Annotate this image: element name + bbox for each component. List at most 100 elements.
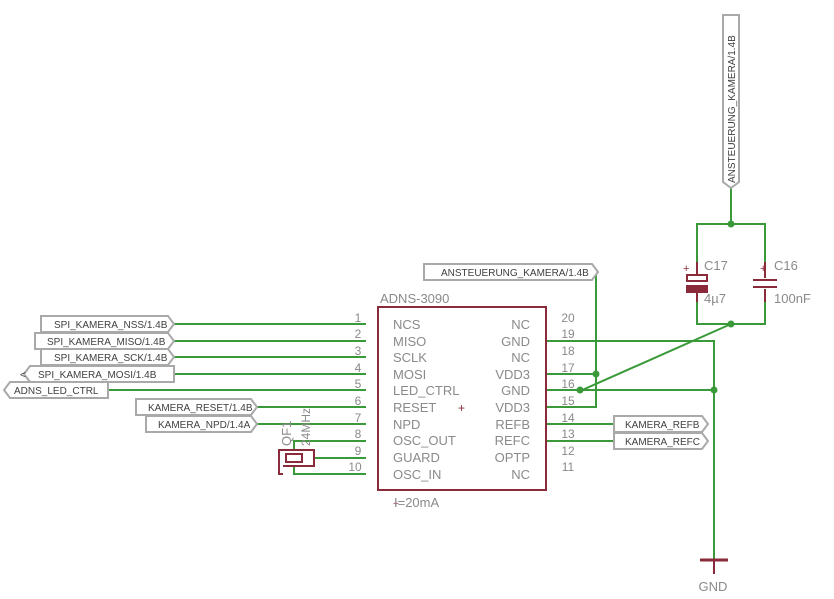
c16-value: 100nF (774, 291, 811, 306)
c16-name: C16 (774, 258, 798, 273)
pin-17: VDD3 17 (495, 361, 575, 382)
svg-text:VDD3: VDD3 (495, 367, 530, 382)
current-marker: + (393, 499, 399, 510)
pin-3: 3 SCLK (355, 344, 428, 365)
svg-text:OSC_OUT: OSC_OUT (393, 433, 456, 448)
svg-text:12: 12 (561, 444, 575, 458)
net-label-spi-sck[interactable]: SPI_KAMERA_SCK/1.4B (40, 348, 176, 366)
svg-text:REFC: REFC (495, 433, 530, 448)
ic-current: I=20mA (394, 495, 439, 510)
net-label-kamera-refc[interactable]: KAMERA_REFC (613, 432, 710, 450)
svg-text:10: 10 (348, 460, 362, 474)
svg-text:GND: GND (501, 334, 530, 349)
crystal-qf1[interactable]: QF1 24MHz (278, 408, 315, 475)
svg-text:KAMERA_RESET/1.4B: KAMERA_RESET/1.4B (148, 403, 253, 414)
junction-dot (592, 370, 600, 378)
pin-7: 7 NPD (355, 411, 421, 432)
net-label-ansteuerung-v[interactable]: ANSTEUERUNG_KAMERA/1.4B (722, 14, 740, 190)
pin-12: OPTP 12 (495, 444, 575, 465)
c17-value: 4µ7 (704, 291, 726, 306)
net-label-kamera-refb[interactable]: KAMERA_REFB (613, 415, 710, 433)
svg-text:19: 19 (561, 327, 575, 341)
svg-text:GND: GND (501, 383, 530, 398)
svg-text:SPI_KAMERA_NSS/1.4B: SPI_KAMERA_NSS/1.4B (54, 320, 168, 331)
c17-name: C17 (704, 258, 728, 273)
svg-text:SPI_KAMERA_MOSI/1.4B: SPI_KAMERA_MOSI/1.4B (38, 370, 157, 381)
pin-8: 8 OSC_OUT (355, 427, 456, 448)
svg-text:+: + (683, 263, 689, 275)
net-label-kamera-npd[interactable]: KAMERA_NPD/1.4A (145, 415, 259, 433)
pin-14: REFB 14 (495, 411, 575, 432)
svg-text:9: 9 (355, 444, 362, 458)
svg-text:KAMERA_NPD/1.4A: KAMERA_NPD/1.4A (158, 420, 251, 431)
svg-text:3: 3 (355, 344, 362, 358)
svg-text:5: 5 (355, 377, 362, 391)
capacitor-c16[interactable]: + C16 100nF (753, 258, 811, 306)
svg-text:SCLK: SCLK (393, 350, 427, 365)
pin-13: REFC 13 (495, 427, 575, 448)
left-pins: 1 NCS 2 MISO 3 SCLK 4 MOSI 5 LED_CTRL 6 … (348, 311, 459, 482)
right-pins: NC 20 GND 19 NC 18 VDD3 17 GND 16 VDD3 1… (495, 311, 575, 482)
gnd-label: GND (699, 579, 728, 594)
pin-6: 6 RESET (355, 394, 437, 415)
pin-5: 5 LED_CTRL (355, 377, 460, 398)
gnd-symbol[interactable]: GND (699, 558, 728, 594)
svg-text:SPI_KAMERA_MISO/1.4B: SPI_KAMERA_MISO/1.4B (47, 337, 166, 348)
pin-1: 1 NCS (355, 311, 421, 332)
svg-text:ANSTEUERUNG_KAMERA/1.4B: ANSTEUERUNG_KAMERA/1.4B (441, 268, 589, 279)
pin-19: GND 19 (501, 327, 575, 349)
junction-dot (727, 320, 735, 328)
svg-text:KAMERA_REFC: KAMERA_REFC (625, 437, 700, 448)
svg-text:20: 20 (561, 311, 575, 325)
svg-text:ADNS_LED_CTRL: ADNS_LED_CTRL (14, 386, 99, 397)
svg-text:1: 1 (355, 311, 362, 325)
svg-text:18: 18 (561, 344, 575, 358)
net-label-adns-led-ctrl[interactable]: ADNS_LED_CTRL (2, 381, 109, 399)
junction-dot (727, 220, 735, 228)
net-labels-left: SPI_KAMERA_NSS/1.4B SPI_KAMERA_MISO/1.4B… (2, 315, 259, 433)
svg-text:REFB: REFB (495, 417, 530, 432)
svg-text:17: 17 (561, 361, 575, 375)
pin-18: NC 18 (511, 344, 575, 365)
svg-text:NC: NC (511, 317, 530, 332)
svg-text:OSC_IN: OSC_IN (393, 467, 441, 482)
svg-text:NC: NC (511, 350, 530, 365)
pin-10: 10 OSC_IN (348, 460, 441, 482)
svg-text:6: 6 (355, 394, 362, 408)
pin-9: 9 GUARD (355, 444, 440, 465)
svg-text:13: 13 (561, 427, 575, 441)
net-label-spi-miso[interactable]: SPI_KAMERA_MISO/1.4B (34, 332, 176, 350)
junction-dot (710, 386, 718, 394)
ic-adns-3090[interactable]: ADNS-3090 + 1 NCS 2 MISO 3 SCLK 4 MOSI 5… (348, 291, 575, 510)
svg-text:2: 2 (355, 327, 362, 341)
svg-text:<: < (20, 370, 26, 381)
svg-text:NC: NC (511, 467, 530, 482)
net-labels-right: ANSTEUERUNG_KAMERA/1.4B ANSTEUERUNG_KAME… (423, 14, 740, 450)
wire-osc-out (293, 440, 366, 449)
capacitor-c17[interactable]: + C17 4µ7 (683, 258, 728, 306)
svg-text:OPTP: OPTP (495, 450, 530, 465)
svg-text:NCS: NCS (393, 317, 421, 332)
pin-16: GND 16 (501, 377, 575, 398)
svg-text:GUARD: GUARD (393, 450, 440, 465)
net-label-kamera-reset[interactable]: KAMERA_RESET/1.4B (135, 398, 259, 416)
svg-text:KAMERA_REFB: KAMERA_REFB (625, 420, 700, 431)
ic-body (377, 306, 547, 491)
svg-text:RESET: RESET (393, 400, 436, 415)
pin-4: 4 MOSI (355, 361, 427, 382)
svg-text:ANSTEUERUNG_KAMERA/1.4B: ANSTEUERUNG_KAMERA/1.4B (727, 35, 738, 183)
net-label-spi-nss[interactable]: SPI_KAMERA_NSS/1.4B (40, 315, 176, 333)
net-label-ansteuerung-h[interactable]: ANSTEUERUNG_KAMERA/1.4B (423, 263, 600, 281)
pin-2: 2 MISO (355, 327, 427, 349)
net-label-spi-mosi[interactable]: SPI_KAMERA_MOSI/1.4B < (20, 365, 175, 383)
origin-marker: + (458, 401, 465, 415)
svg-text:SPI_KAMERA_SCK/1.4B: SPI_KAMERA_SCK/1.4B (54, 353, 168, 364)
svg-text:7: 7 (355, 411, 362, 425)
svg-text:4: 4 (355, 361, 362, 375)
svg-text:15: 15 (561, 394, 575, 408)
svg-text:16: 16 (561, 377, 575, 391)
svg-text:VDD3: VDD3 (495, 400, 530, 415)
wire-osc-in (293, 467, 366, 475)
svg-text:14: 14 (561, 411, 575, 425)
